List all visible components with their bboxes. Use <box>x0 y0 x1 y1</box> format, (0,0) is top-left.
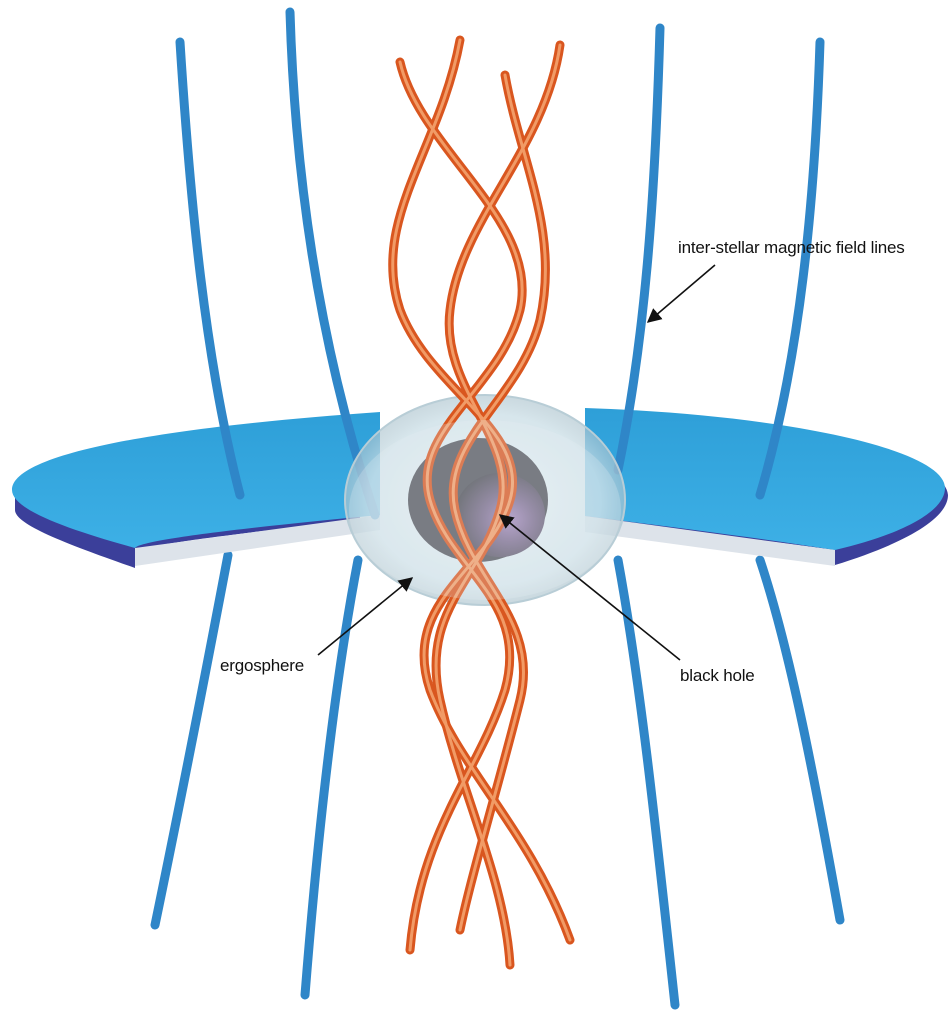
field-lines-arrow <box>648 265 715 322</box>
ergosphere-arrow <box>318 578 412 655</box>
field-line-lower-3 <box>618 560 675 1005</box>
field-lines-label: inter-stellar magnetic field lines <box>678 238 905 258</box>
ergosphere-label: ergosphere <box>220 656 304 676</box>
field-line-lower-4 <box>760 560 840 920</box>
field-line-lower-2 <box>305 560 358 995</box>
field-line-upper-3 <box>618 28 660 470</box>
black-hole-label: black hole <box>680 666 755 686</box>
field-line-lower-1 <box>155 555 228 925</box>
ergosphere-front-glaze <box>349 420 621 600</box>
